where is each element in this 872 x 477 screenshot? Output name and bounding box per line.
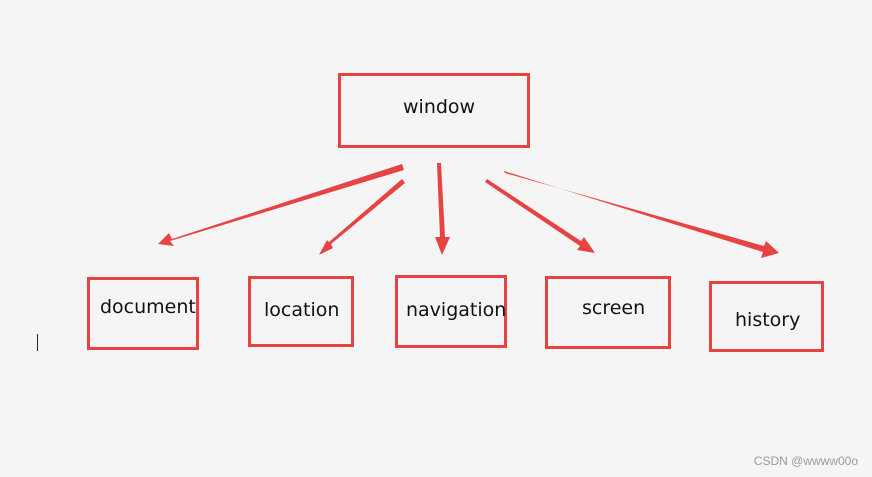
screen-label: screen [582, 297, 646, 319]
navigation-node [395, 275, 507, 348]
watermark-text: CSDN @wwww00o [753, 454, 858, 468]
document-node [87, 277, 199, 350]
text-cursor [37, 334, 38, 351]
location-label: location [264, 299, 340, 321]
history-label: history [735, 309, 801, 331]
location-node [248, 276, 354, 347]
screen-node [545, 276, 671, 349]
arrow-to-navigation [435, 163, 450, 255]
arrow-to-document [158, 164, 404, 246]
document-label: document [100, 296, 196, 318]
navigation-label: navigation [406, 299, 507, 321]
window-label: window [403, 96, 476, 118]
history-node [709, 281, 824, 352]
window-node [338, 73, 530, 148]
arrow-to-screen [485, 179, 595, 253]
arrow-to-history [504, 171, 779, 258]
arrow-to-location [319, 179, 405, 255]
